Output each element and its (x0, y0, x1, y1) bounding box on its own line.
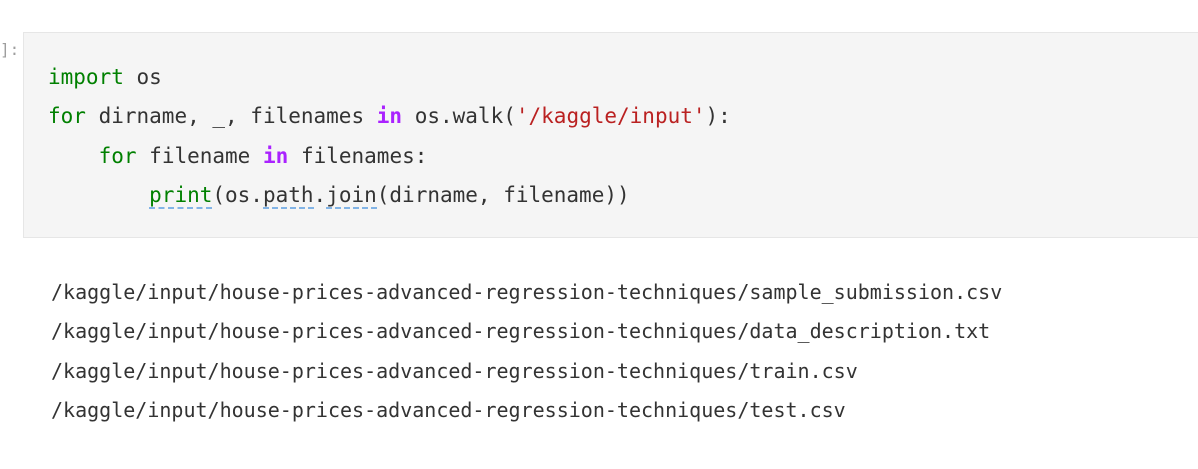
method-join: join (326, 182, 377, 209)
path-string: '/kaggle/input' (515, 104, 706, 129)
cell-prompt: ]: (0, 40, 20, 59)
call-open: (os. (212, 182, 263, 207)
call-args: (dirname, filename)) (376, 182, 630, 207)
line-tail: filenames: (300, 143, 428, 168)
output-line: /kaggle/input/house-prices-advanced-regr… (51, 319, 991, 344)
operator-in: in (376, 104, 403, 129)
code-line-1: import os (48, 65, 162, 89)
attr-path: path (262, 182, 314, 209)
dot: . (313, 182, 327, 207)
code-line-2: for dirname, _, filenames in os.walk('/k… (48, 104, 731, 128)
walk-call: os.walk( (414, 104, 516, 129)
keyword-for: for (98, 143, 137, 168)
builtin-print: print (149, 182, 213, 209)
output-line: /kaggle/input/house-prices-advanced-regr… (51, 358, 858, 383)
loop-var: filename (149, 143, 251, 168)
code-line-4: print(os.path.join(dirname, filename)) (48, 182, 630, 209)
indent (48, 144, 99, 168)
output-line: /kaggle/input/house-prices-advanced-regr… (51, 397, 846, 422)
code-line-3: for filename in filenames: (48, 143, 428, 168)
code-cell-editor[interactable]: import os for dirname, _, filenames in o… (23, 32, 1198, 238)
cell-output: /kaggle/input/house-prices-advanced-regr… (51, 273, 1002, 430)
operator-in: in (262, 143, 289, 168)
keyword-import: import (48, 65, 124, 89)
indent (48, 183, 149, 207)
keyword-for: for (48, 104, 86, 129)
code-block[interactable]: import os for dirname, _, filenames in o… (48, 58, 731, 215)
output-line: /kaggle/input/house-prices-advanced-regr… (51, 280, 1003, 304)
module-name: os (136, 65, 162, 89)
loop-vars: dirname, _, filenames (98, 104, 365, 129)
line-tail: ): (705, 104, 731, 129)
